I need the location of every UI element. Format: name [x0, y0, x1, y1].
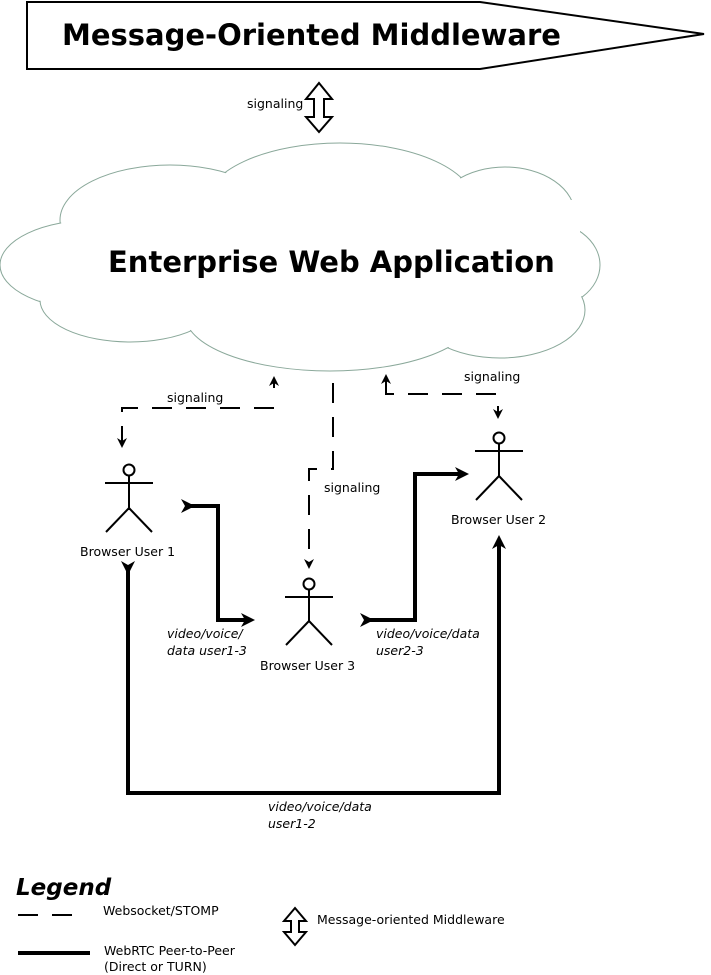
link-label-1-2-line2: user1-2	[268, 816, 316, 831]
legend-title: Legend	[16, 875, 112, 901]
legend: Legend Websocket/STOMP WebRTC Peer-to-Pe…	[16, 875, 505, 974]
webrtc-link-user1-user3	[181, 499, 255, 627]
link-label-2-3-line1: video/voice/data	[376, 626, 480, 641]
link-label-1-2-line1: video/voice/data	[268, 799, 372, 814]
middleware-title: Message-Oriented Middleware	[62, 18, 561, 52]
legend-webrtc-label-line1: WebRTC Peer-to-Peer	[104, 943, 236, 958]
actor-label-user2: Browser User 2	[451, 512, 546, 527]
actor-user3: Browser User 3	[260, 577, 355, 673]
actor-label-user1: Browser User 1	[80, 544, 175, 559]
actor-user2: Browser User 2	[451, 431, 546, 527]
actor-user1: Browser User 1	[80, 463, 175, 559]
signaling-connector-user3	[304, 383, 334, 569]
webrtc-link-user1-user2	[121, 535, 506, 795]
stick-figure-icon	[285, 577, 333, 646]
enterprise-cloud: Enterprise Web Application	[0, 142, 601, 372]
legend-mom-label: Message-oriented Middleware	[317, 912, 505, 927]
signaling-label-user1: signaling	[167, 390, 223, 405]
stick-figure-icon	[105, 463, 153, 533]
cloud-title: Enterprise Web Application	[108, 245, 555, 279]
actor-label-user3: Browser User 3	[260, 658, 355, 673]
webrtc-link-user2-user3	[360, 467, 469, 627]
signaling-connector-user1	[117, 376, 279, 448]
legend-websocket-label: Websocket/STOMP	[103, 903, 219, 918]
signaling-label-top: signaling	[247, 96, 303, 111]
signaling-connector-user2	[381, 374, 503, 419]
stick-figure-icon	[475, 431, 523, 501]
middleware-double-arrow-icon	[303, 81, 335, 134]
signaling-label-user2: signaling	[464, 369, 520, 384]
middleware-banner: Message-Oriented Middleware	[26, 1, 705, 70]
legend-webrtc-label-line2: (Direct or TURN)	[104, 959, 207, 974]
link-label-1-3-line2: data user1-3	[167, 643, 247, 658]
link-label-2-3-line2: user2-3	[376, 643, 424, 658]
legend-double-arrow-icon	[281, 906, 309, 947]
signaling-label-user3: signaling	[324, 480, 380, 495]
link-label-1-3-line1: video/voice/	[167, 626, 244, 641]
